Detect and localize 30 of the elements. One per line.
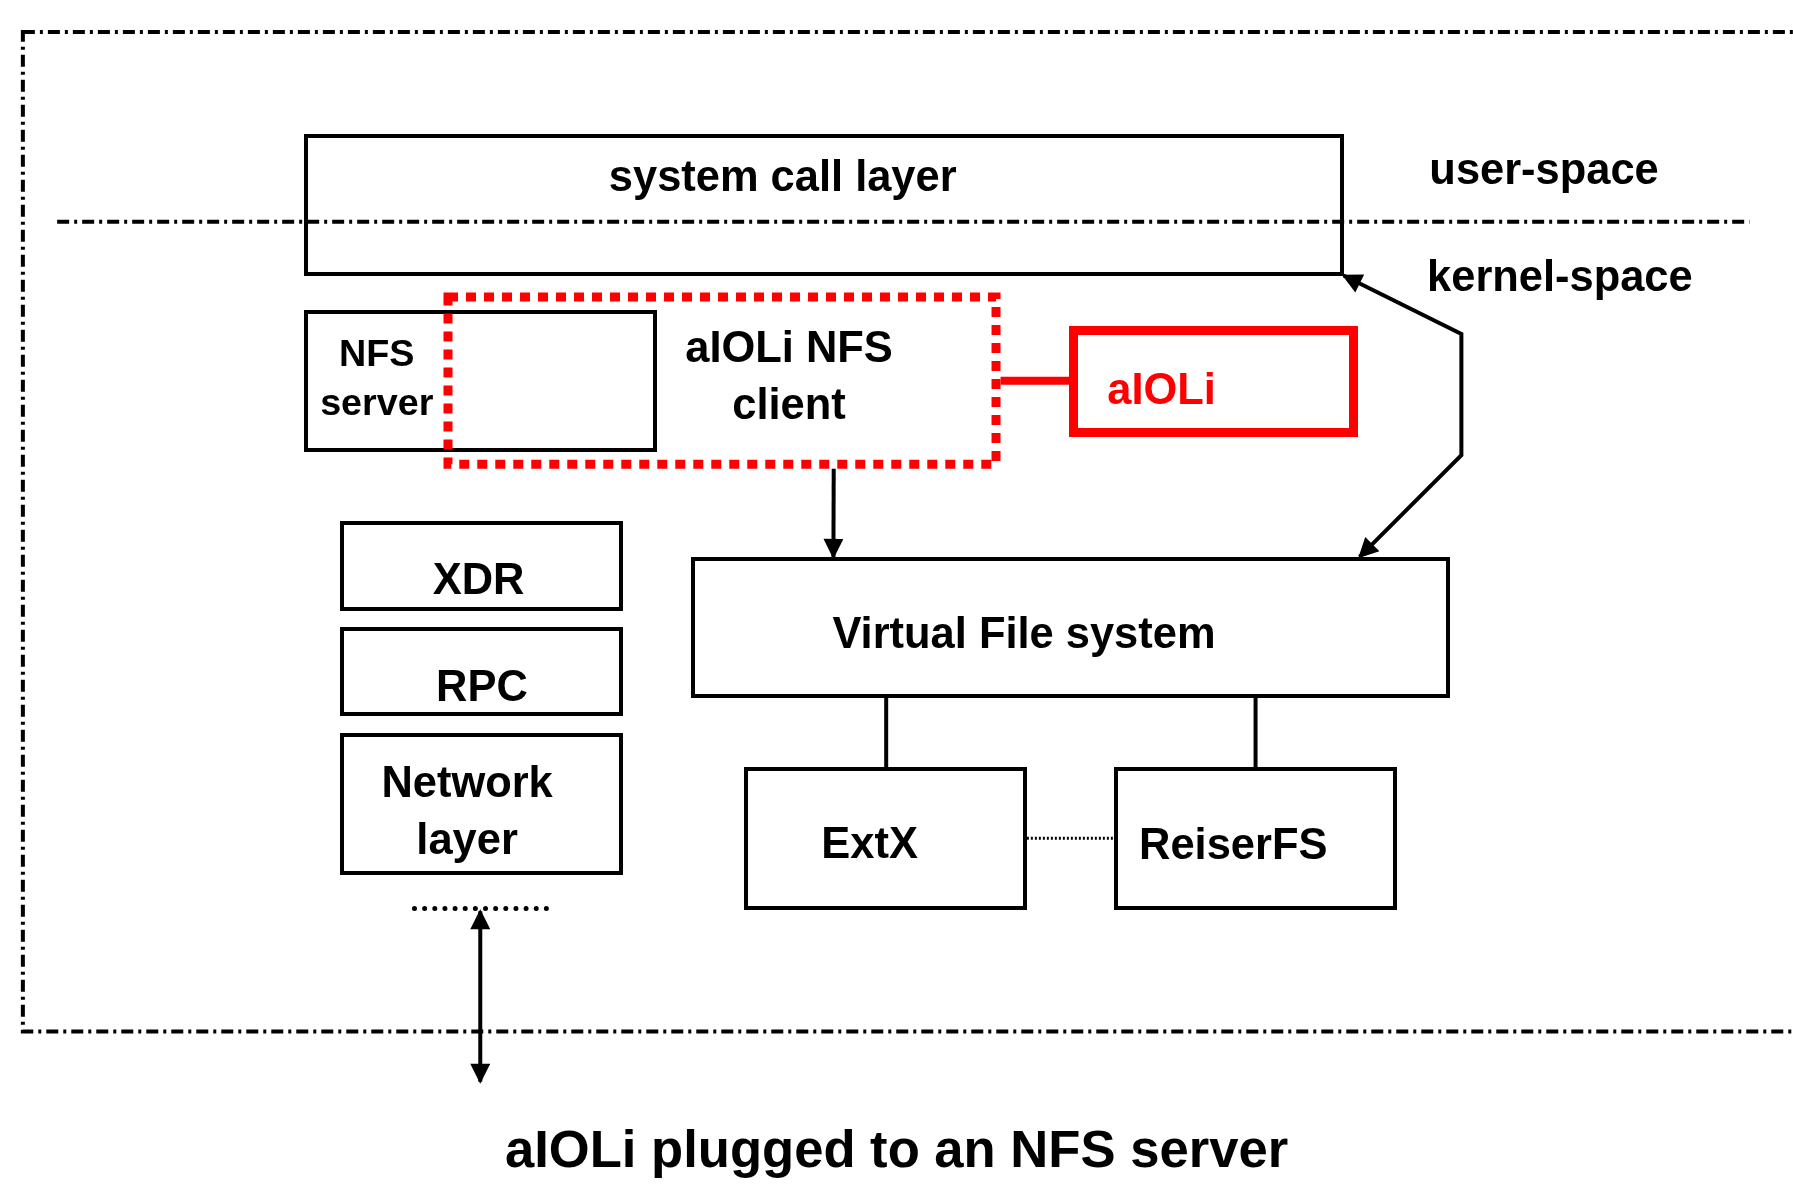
layer-box	[304, 133, 1344, 276]
layer-box	[1069, 325, 1359, 437]
layer-box	[690, 556, 1450, 698]
node-label: XDR	[431, 553, 526, 605]
layer-box	[339, 732, 624, 875]
dotted-bar	[411, 905, 549, 912]
connector-line	[1253, 697, 1258, 768]
region-label: kernel-space	[1427, 251, 1693, 301]
layer-box	[304, 309, 658, 452]
node-label: Network layer	[380, 756, 554, 865]
dotted-frame	[442, 291, 1001, 469]
layer-box	[1113, 767, 1398, 911]
layer-box	[339, 521, 624, 611]
node-label: Virtual File system	[831, 607, 1217, 659]
connector-line	[1026, 836, 1114, 840]
connector-line	[884, 697, 889, 768]
arrow	[470, 909, 491, 1084]
arrow	[823, 468, 844, 559]
node-label: NFS server	[319, 330, 435, 425]
layer-box	[339, 626, 624, 716]
node-label: aIOLi	[1106, 363, 1217, 415]
arrow	[1341, 273, 1464, 559]
node-label: ReiserFS	[1138, 819, 1329, 871]
node-label: system call layer	[607, 150, 958, 202]
layer-box	[744, 767, 1027, 911]
region-label: user-space	[1429, 145, 1659, 195]
caption: aIOLi plugged to an NFS server	[503, 1118, 1290, 1180]
node-label: RPC	[435, 660, 529, 712]
node-label: aIOLi NFS client	[684, 321, 894, 430]
node-label: ExtX	[820, 818, 919, 870]
